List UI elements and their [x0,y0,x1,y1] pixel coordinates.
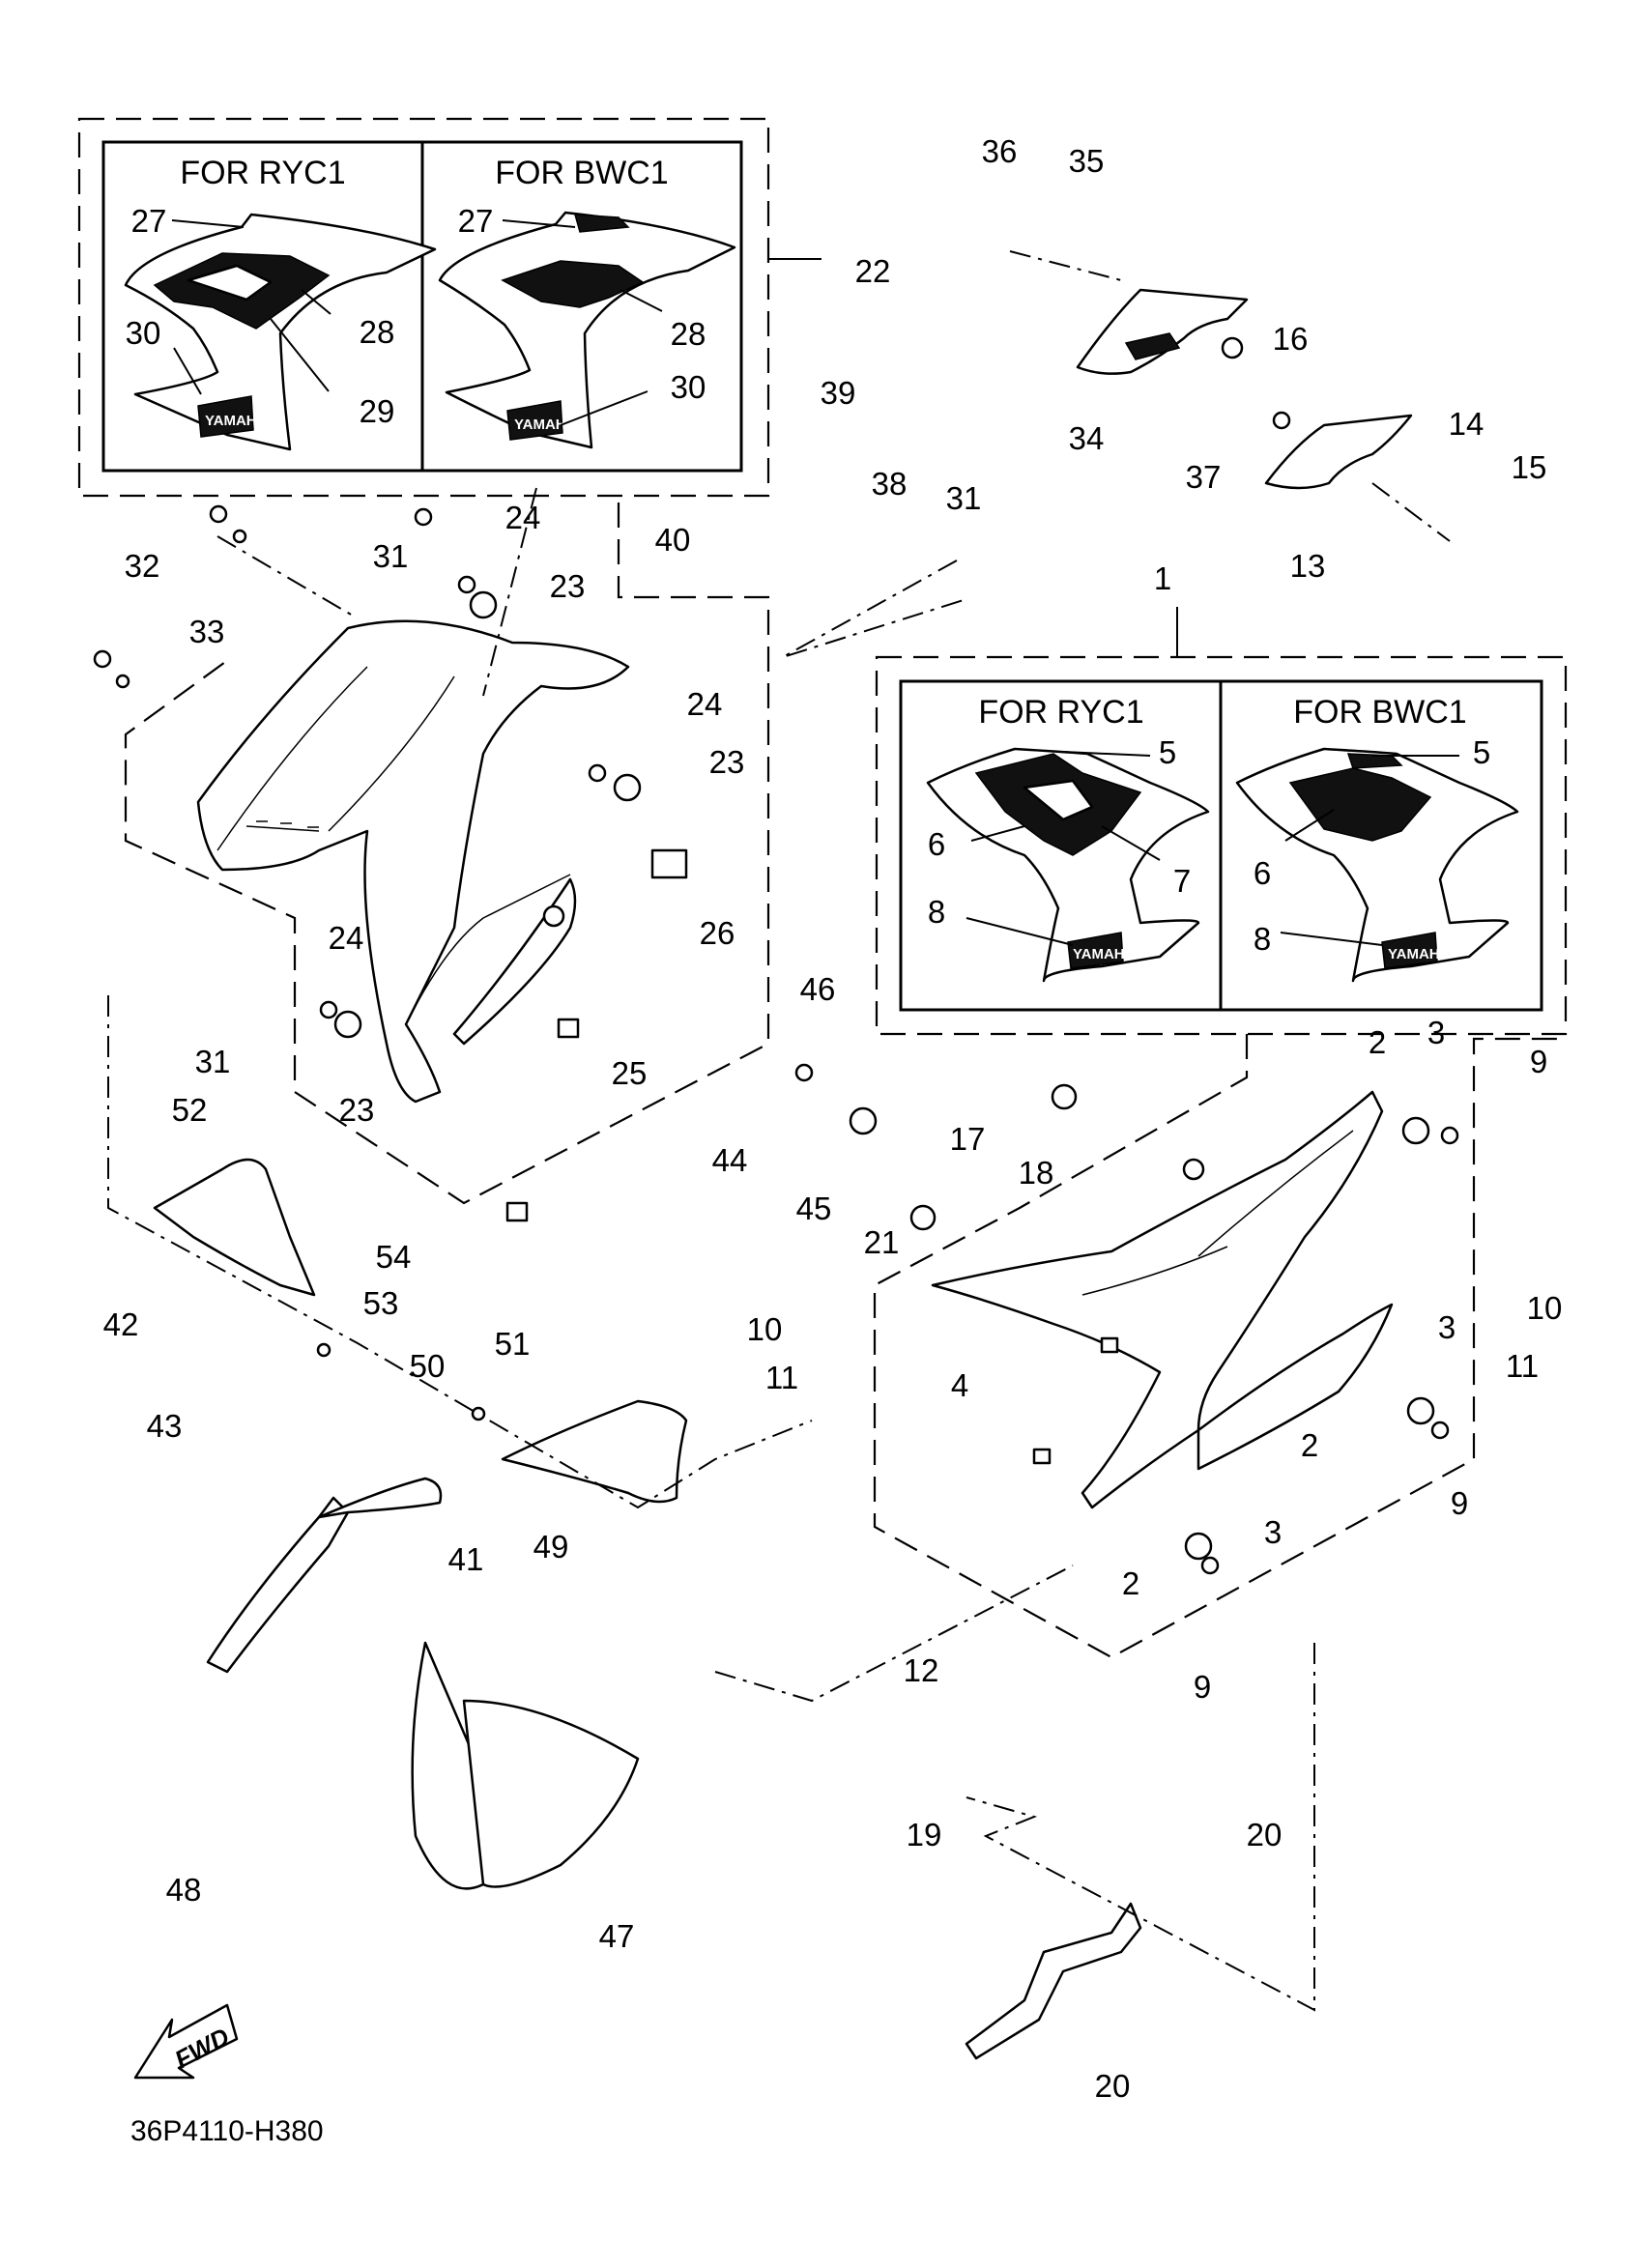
part-label: 2 [1369,1024,1386,1060]
part-label: 28 [360,314,395,350]
part-label: 36 [982,133,1018,169]
part-label: 33 [189,614,225,649]
fwd-arrow-icon: FWD [133,2003,239,2080]
upper-cowling [196,619,688,1104]
part-label: 24 [505,500,541,535]
part-label: 15 [1512,449,1547,485]
part-label: 1 [1154,560,1171,596]
part-label: 24 [687,686,723,722]
part-label: 44 [712,1142,748,1178]
part-label: 42 [103,1306,139,1342]
part-label: 53 [363,1285,399,1321]
part-label: 29 [360,393,395,429]
part-label: 38 [872,466,908,502]
svg-text:YAMAHA: YAMAHA [1388,946,1451,962]
svg-text:YAMAHA: YAMAHA [1073,946,1136,962]
decal-inset-1: YAMAHA YAMAHA [875,607,1568,1036]
part-label: 30 [126,315,161,351]
part-label: 20 [1247,1817,1283,1852]
part-label: 41 [448,1541,484,1577]
decal-inset-22: YAMAHA YAMAHA [77,117,822,498]
part-label: 47 [599,1918,635,1954]
part-label: 4 [951,1367,968,1403]
part-label: 26 [700,915,735,951]
part-label: 2 [1301,1427,1318,1463]
part-label: 2 [1122,1565,1139,1601]
part-label: 31 [195,1044,231,1079]
part-label: 17 [950,1121,986,1157]
part-label: 24 [329,920,364,956]
part-label: 11 [1506,1348,1539,1384]
part-label: 32 [125,548,160,584]
inset-header-bwc1-top: FOR BWC1 [495,155,668,191]
part-label: 9 [1530,1044,1547,1079]
part-label: 50 [410,1348,446,1384]
part-label: 16 [1273,321,1309,357]
part-label: 37 [1186,459,1222,495]
part-label: 23 [550,568,586,604]
part-label: 3 [1264,1514,1282,1550]
part-label: 30 [671,369,706,405]
part-label: 45 [796,1191,832,1226]
inset-header-bwc1-right: FOR BWC1 [1293,694,1466,731]
part-labels: 36 35 34 37 16 13 14 15 39 38 40 31 22 3… [103,133,1563,2104]
part-label: 12 [904,1652,939,1688]
part-label: 21 [864,1224,900,1260]
part-label: 54 [376,1239,412,1275]
part-label: 48 [166,1872,202,1908]
part-label: 18 [1019,1155,1054,1191]
fasteners [93,504,1459,1575]
part-label: 39 [821,375,856,411]
inset-header-ryc1-right: FOR RYC1 [978,694,1143,731]
part-label: 19 [907,1817,942,1852]
assembly-lines [107,250,1566,2012]
side-cowling [931,1090,1394,1509]
part-label: 10 [1527,1290,1563,1326]
part-label: 3 [1438,1309,1456,1345]
part-label: 49 [533,1529,569,1565]
part-label: 34 [1069,420,1105,456]
part-label: 20 [1095,2068,1131,2104]
part-label: 31 [373,538,409,574]
part-label: 35 [1069,143,1105,179]
brackets [153,1158,1142,2060]
part-label: 10 [747,1311,783,1347]
part-label: 9 [1451,1485,1468,1521]
part-label: 40 [655,522,691,558]
part-label: 27 [458,203,494,239]
diagram-code: 36P4110-H380 [130,2115,324,2147]
part-label: 13 [1290,548,1326,584]
part-label: 8 [928,894,945,930]
part-label: 46 [800,971,836,1007]
part-label: 6 [1254,855,1271,891]
part-label: 14 [1449,406,1484,442]
part-label: 6 [928,826,945,862]
svg-text:YAMAHA: YAMAHA [514,416,577,433]
part-label: 3 [1427,1015,1445,1050]
part-label: 31 [946,480,982,516]
part-label: 23 [339,1092,375,1128]
part-label: 8 [1254,921,1271,957]
part-label: 28 [671,316,706,352]
part-label: 25 [612,1055,648,1091]
part-label: 5 [1159,734,1176,770]
part-label: 23 [709,744,745,780]
part-label: 22 [855,253,891,289]
duct-assembly [1076,288,1413,490]
part-label: 5 [1473,734,1490,770]
part-label: 43 [147,1408,183,1444]
part-label: 51 [495,1326,531,1362]
part-label: 11 [765,1360,798,1395]
part-label: 7 [1173,863,1191,899]
inset-header-ryc1-top: FOR RYC1 [180,155,345,191]
part-label: 27 [131,203,167,239]
part-label: 52 [172,1092,208,1128]
part-label: 9 [1194,1669,1211,1705]
svg-text:YAMAHA: YAMAHA [205,413,268,429]
